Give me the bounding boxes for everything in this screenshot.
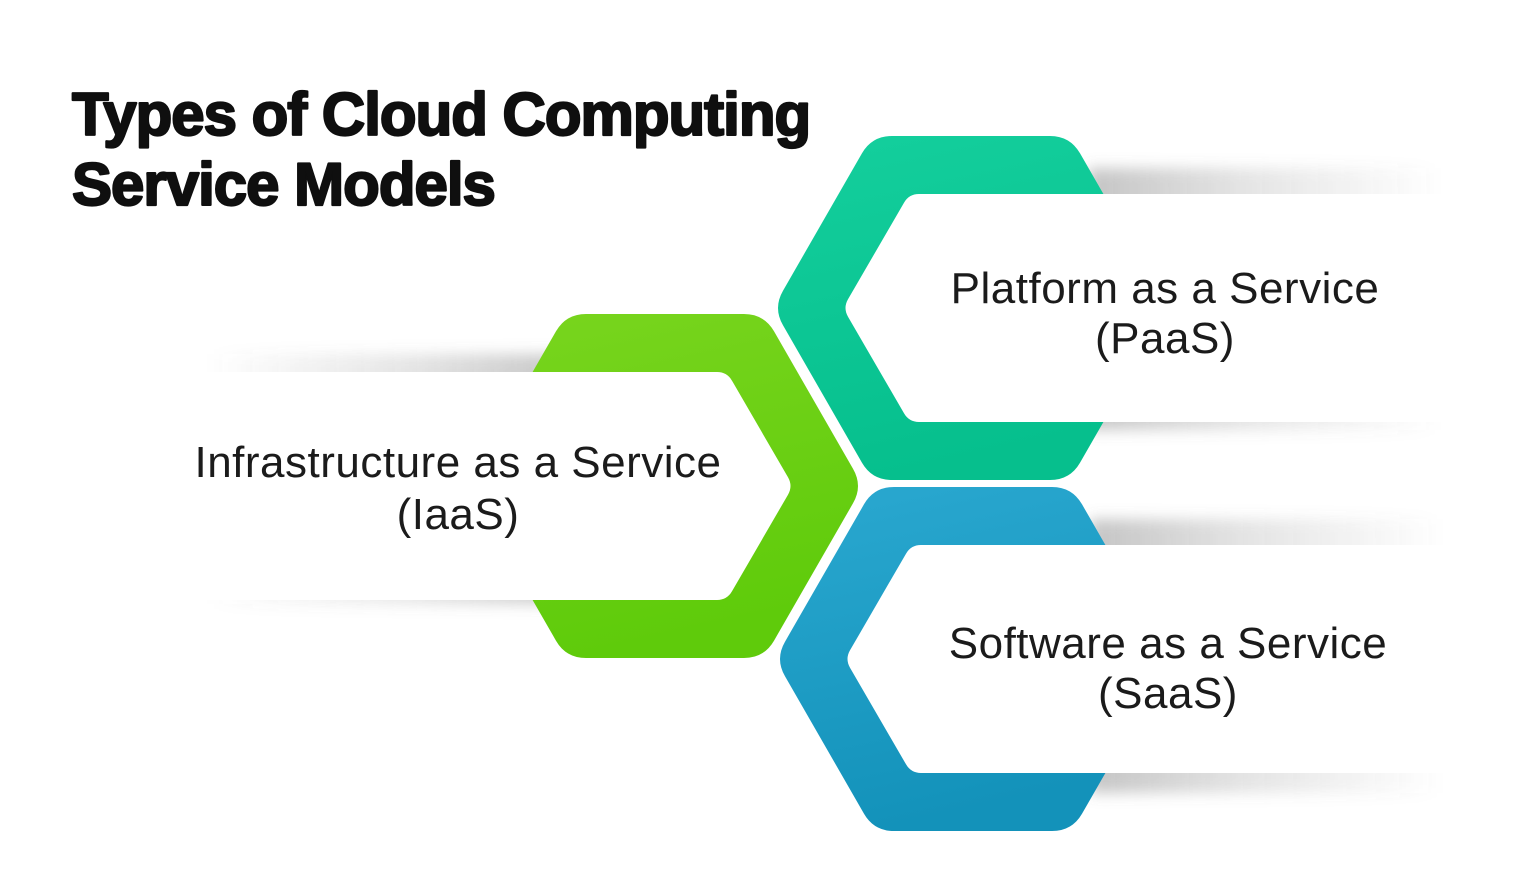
saas-abbr: (SaaS) xyxy=(1098,669,1238,718)
iaas-label: Infrastructure as a Service xyxy=(194,438,721,487)
page-title-line-2: Service Models xyxy=(72,151,495,218)
paas-label: Platform as a Service xyxy=(951,264,1380,313)
paas-abbr: (PaaS) xyxy=(1095,314,1235,363)
page-title-line-1: Types of Cloud Computing xyxy=(72,81,810,148)
saas-banner xyxy=(847,545,1475,773)
iaas-abbr: (IaaS) xyxy=(397,490,520,539)
saas-label: Software as a Service xyxy=(949,619,1387,668)
paas-banner xyxy=(845,194,1475,422)
page-title: Types of Cloud Computing Service Models xyxy=(71,80,812,219)
iaas-banner xyxy=(150,372,791,600)
